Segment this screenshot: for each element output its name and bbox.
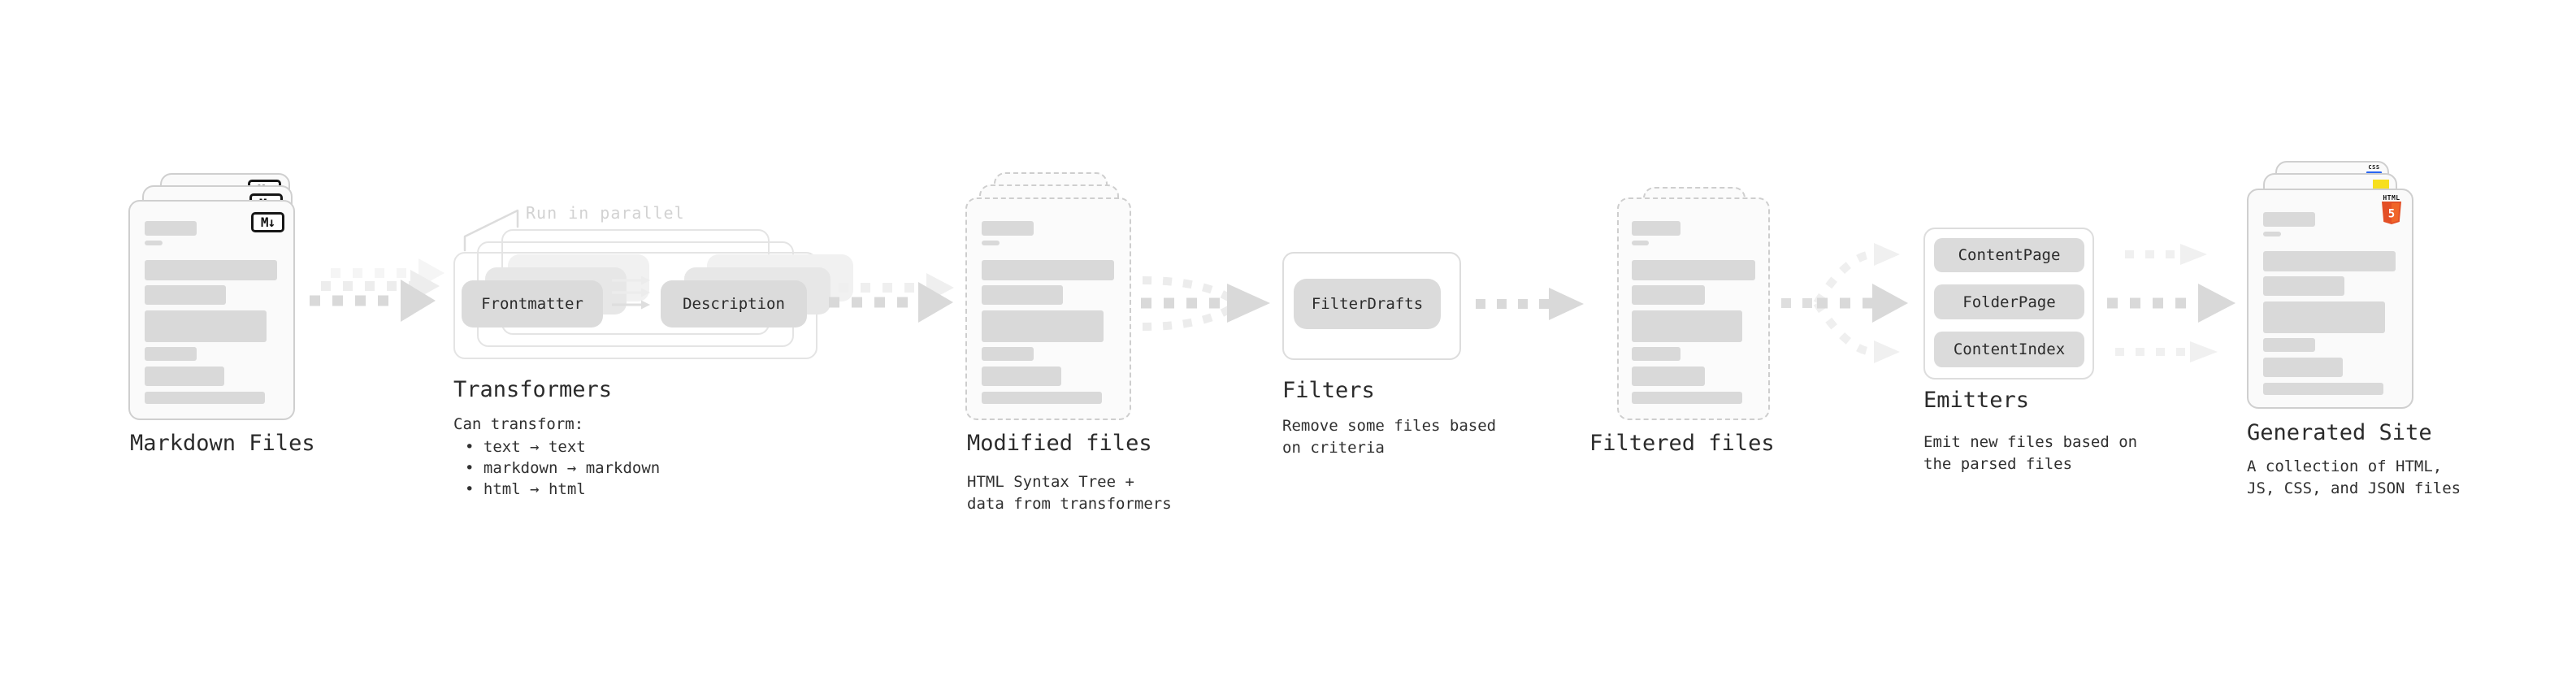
text-placeholder-bar xyxy=(982,285,1063,305)
text-placeholder-bar xyxy=(2263,232,2281,236)
transformers-bullet: html → html xyxy=(465,479,586,499)
modified-files-label: Modified files xyxy=(967,431,1152,456)
text-placeholder-bar xyxy=(145,260,277,280)
text-placeholder-bar xyxy=(145,310,267,342)
dashed-flow-arrow-icon xyxy=(1476,288,1584,320)
filtered-file-doc-front xyxy=(1617,197,1770,420)
html5-file-icon: HTML 5 xyxy=(2381,194,2402,224)
text-placeholder-bar xyxy=(145,392,265,404)
text-placeholder-bar xyxy=(1632,221,1680,236)
annotation-leader-line xyxy=(463,209,519,252)
generated-site-desc: JS, CSS, and JSON files xyxy=(2247,479,2461,497)
text-placeholder-bar xyxy=(145,221,197,236)
contentindex-emitter-box: ContentIndex xyxy=(1934,332,2084,367)
text-placeholder-bar xyxy=(1632,367,1705,386)
text-placeholder-bar xyxy=(2263,212,2315,227)
text-placeholder-bar xyxy=(2263,338,2315,352)
html5-badge-text: HTML xyxy=(2383,194,2400,202)
transformers-label: Transformers xyxy=(453,377,613,402)
folderpage-emitter-box: FolderPage xyxy=(1934,284,2084,319)
generated-site-label: Generated Site xyxy=(2247,420,2432,445)
text-placeholder-bar xyxy=(2263,383,2383,395)
text-placeholder-bar xyxy=(145,347,197,361)
markdown-files-label: Markdown Files xyxy=(130,431,315,456)
text-placeholder-bar xyxy=(982,310,1104,342)
text-placeholder-bar xyxy=(1632,241,1649,245)
text-placeholder-bar xyxy=(982,392,1102,404)
dashed-flow-arrow-icon xyxy=(310,258,445,322)
markdown-icon: M↓ xyxy=(251,212,284,232)
text-placeholder-bar xyxy=(1632,260,1755,280)
fanout-dashed-arrows-icon xyxy=(1781,243,1908,363)
parallel-arrows-icon xyxy=(612,275,650,310)
emitters-label: Emitters xyxy=(1923,388,2030,413)
text-placeholder-bar xyxy=(1632,392,1742,404)
parallel-dashed-arrows-icon xyxy=(2107,244,2236,362)
text-placeholder-bar xyxy=(145,285,226,305)
modified-files-desc: HTML Syntax Tree + xyxy=(967,473,1134,491)
text-placeholder-bar xyxy=(1632,347,1680,361)
text-placeholder-bar xyxy=(145,241,163,245)
run-in-parallel-note: Run in parallel xyxy=(526,203,685,223)
filters-desc: Remove some files based xyxy=(1282,417,1497,435)
text-placeholder-bar xyxy=(1632,310,1742,342)
text-placeholder-bar xyxy=(2263,251,2396,271)
text-placeholder-bar xyxy=(2263,301,2385,333)
transformers-bullet: text → text xyxy=(465,437,586,457)
description-transformer-box: Description xyxy=(661,280,807,327)
css-badge-text: CSS xyxy=(2368,164,2380,171)
filters-desc: on criteria xyxy=(1282,439,1385,457)
text-placeholder-bar xyxy=(982,221,1034,236)
generated-file-doc-front: HTML 5 xyxy=(2247,189,2413,409)
text-placeholder-bar xyxy=(982,347,1034,361)
emitters-desc: Emit new files based on xyxy=(1923,433,2138,451)
filtered-files-label: Filtered files xyxy=(1589,431,1775,456)
markdown-file-doc-front: M↓ xyxy=(128,200,295,420)
emitters-desc: the parsed files xyxy=(1923,455,2073,473)
filterdrafts-box: FilterDrafts xyxy=(1294,279,1441,329)
generated-site-desc: A collection of HTML, xyxy=(2247,458,2443,475)
modified-file-doc-front xyxy=(965,197,1131,420)
html5-shield-icon: 5 xyxy=(2382,202,2401,224)
svg-text:5: 5 xyxy=(2388,208,2395,221)
text-placeholder-bar xyxy=(2263,358,2343,377)
frontmatter-transformer-box: Frontmatter xyxy=(462,280,603,327)
text-placeholder-bar xyxy=(145,367,224,386)
text-placeholder-bar xyxy=(982,260,1114,280)
modified-files-desc: data from transformers xyxy=(967,495,1172,513)
javascript-file-icon xyxy=(2373,180,2389,189)
transformers-bullet: markdown → markdown xyxy=(465,458,660,478)
text-placeholder-bar xyxy=(982,241,1000,245)
converging-dashed-arrows-icon xyxy=(1141,276,1270,331)
filters-label: Filters xyxy=(1282,378,1375,403)
contentpage-emitter-box: ContentPage xyxy=(1934,238,2084,272)
text-placeholder-bar xyxy=(1632,285,1705,305)
transformers-desc-title: Can transform: xyxy=(453,415,584,433)
dashed-flow-arrow-icon xyxy=(829,273,954,323)
text-placeholder-bar xyxy=(982,367,1061,386)
text-placeholder-bar xyxy=(2263,276,2344,296)
